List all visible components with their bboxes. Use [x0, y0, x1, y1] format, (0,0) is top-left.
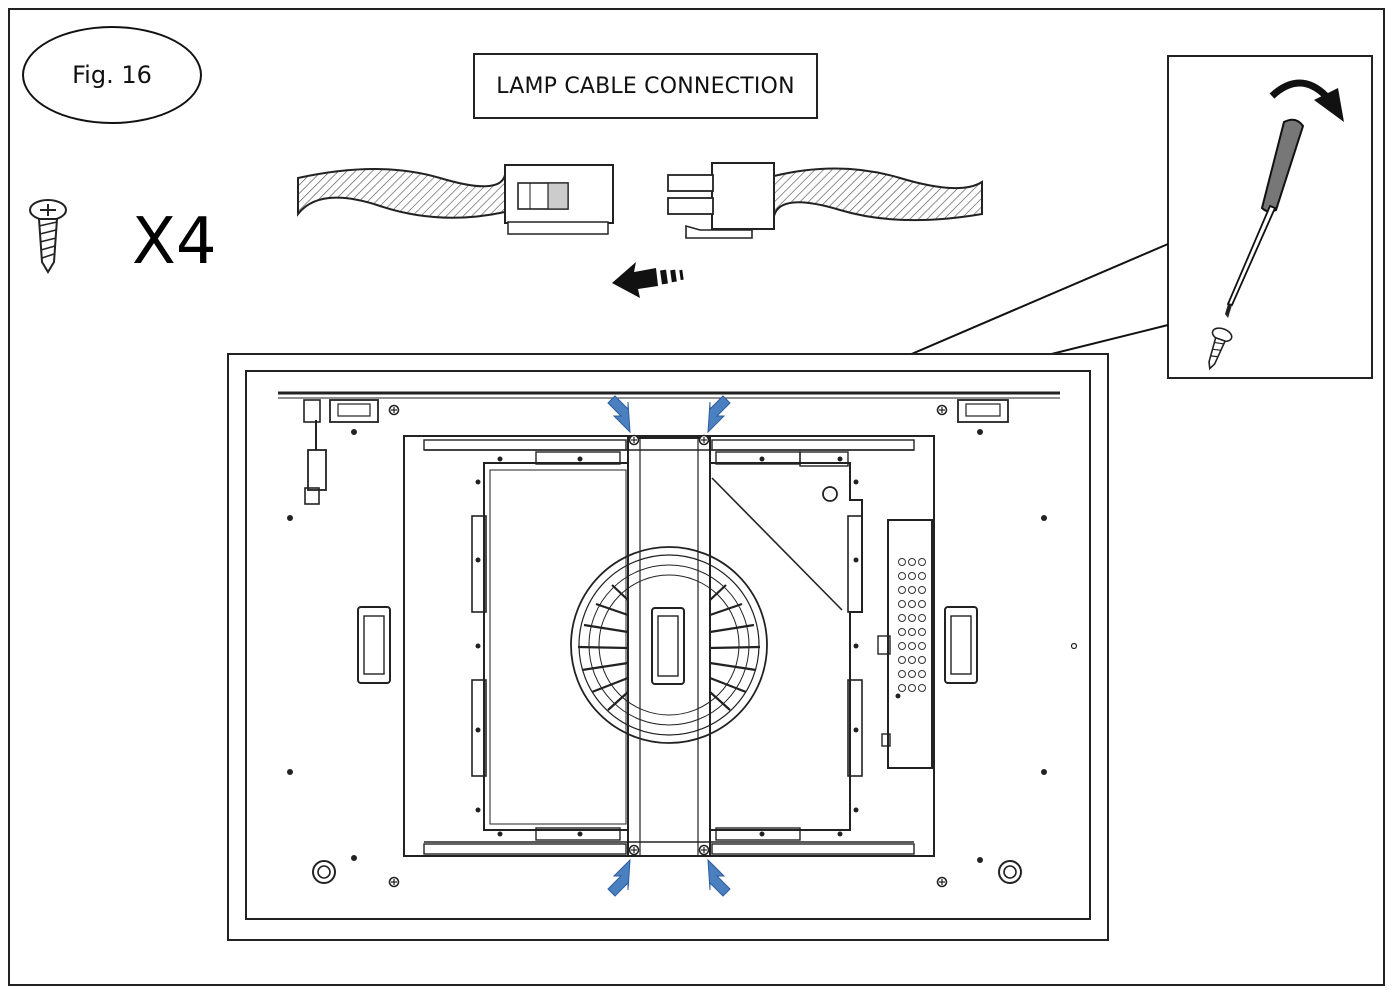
screw-small-icon	[1208, 327, 1233, 371]
arrow-left-icon	[612, 262, 684, 298]
figure-title: LAMP CABLE CONNECTION	[473, 53, 818, 119]
rotate-clockwise-arrow-icon	[1269, 79, 1344, 122]
fan-blades	[577, 584, 761, 711]
figure-frame	[8, 8, 1385, 986]
figure-label: Fig. 16	[22, 26, 202, 124]
screwdriver-inset	[1167, 55, 1373, 379]
screw-quantity: X4	[132, 205, 217, 279]
lamp-cable-connector	[297, 162, 983, 239]
screw-icon	[29, 199, 67, 274]
range-hood-unit	[227, 353, 1109, 941]
screwdriver-icon	[1225, 118, 1305, 318]
light-grille	[898, 558, 926, 692]
fixing-dots	[287, 429, 1047, 863]
